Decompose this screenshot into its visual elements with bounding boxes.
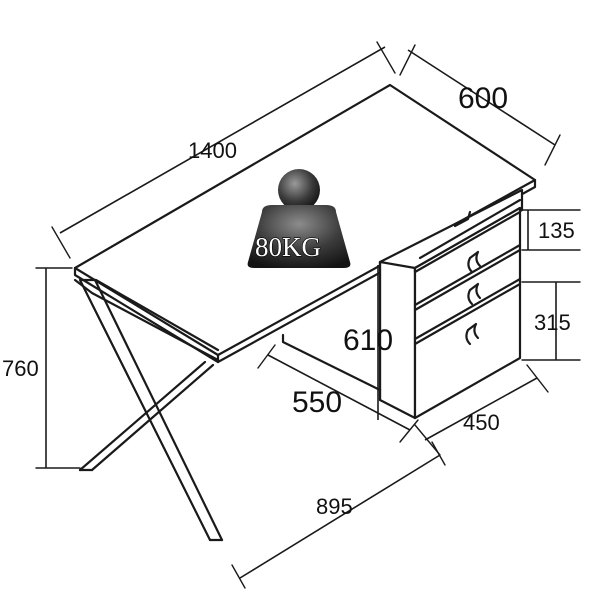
top-drawer-label: 135 <box>538 218 575 243</box>
top-drawer-dimension: 135 <box>521 209 581 251</box>
length-label: 1400 <box>188 138 237 163</box>
drawer-handle-3 <box>465 322 480 346</box>
cabinet-width-dimension: 450 <box>414 364 549 456</box>
height-label: 760 <box>2 356 39 381</box>
width-label: 600 <box>458 82 508 115</box>
drawer-cabinet <box>281 188 524 420</box>
height-dimension: 760 <box>2 267 81 469</box>
cabinet-height-label: 610 <box>343 324 393 357</box>
drawer-handle-2 <box>467 282 482 306</box>
cabinet-depth-label: 550 <box>292 386 342 419</box>
load-label: 80KG <box>255 232 321 262</box>
x-legs <box>73 278 224 542</box>
width-dimension: 600 <box>399 44 561 166</box>
weight-icon: 80KG <box>247 169 351 268</box>
drawer-dimension: 315 <box>521 281 581 361</box>
drawer-handle-1 <box>467 250 482 274</box>
cabinet-height-dimension: 610 <box>343 265 393 420</box>
drawer-label: 315 <box>534 310 571 335</box>
leg-span-dimension: 895 <box>231 441 446 589</box>
cabinet-depth-dimension: 550 <box>257 344 419 443</box>
leg-span-label: 895 <box>316 494 353 519</box>
length-dimension: 1400 <box>51 41 396 259</box>
cabinet-width-label: 450 <box>463 410 500 435</box>
